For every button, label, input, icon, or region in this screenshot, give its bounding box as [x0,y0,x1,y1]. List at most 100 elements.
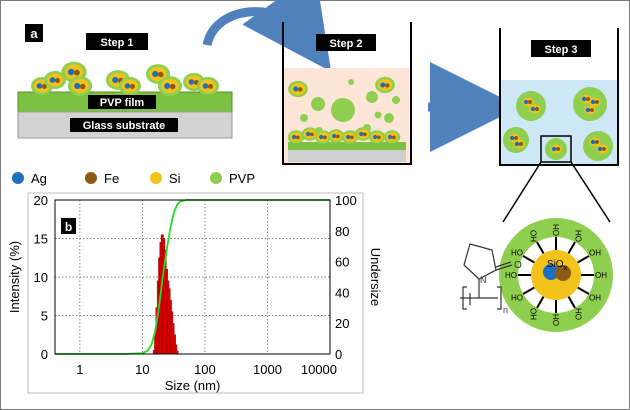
hydroxyl-label: HO [530,230,539,242]
x-tick-label: 1 [76,362,83,377]
spoke [577,255,590,264]
fe-core [377,135,381,140]
step2-label: Step 2 [329,38,362,50]
ag-core [164,82,171,90]
zoom-core-label: SiOx [547,259,568,272]
fe-core [336,134,340,139]
ag-core [585,107,591,113]
fe-core [74,69,80,76]
x-axis-title: Size (nm) [165,378,221,393]
y-tick-label: 5 [41,309,48,324]
pvp-nitrogen: N [480,275,487,285]
legend-swatch-si [150,172,162,184]
y-tick-label: 10 [34,270,48,285]
ag-core [590,139,596,145]
fe-core [323,135,327,140]
hydroxyl-label: HO [530,308,539,320]
glass-substrate-label: Glass substrate [83,120,166,132]
ag-core [188,79,195,85]
hydroxyl-label: HO [511,249,523,258]
pyrrolidone-ring [463,243,497,280]
step2-glass [288,150,406,162]
y2-tick-label: 20 [335,316,349,331]
fe-core [514,136,518,140]
spoke [577,286,590,295]
ag-core [306,131,311,137]
ag-core [152,70,159,78]
ag-core [581,96,587,102]
fe-core [556,147,560,151]
y2-tick-label: 60 [335,255,349,270]
plot-area [54,199,331,355]
ag-core [49,77,56,83]
step2-particle [383,130,401,144]
pvp-oxygen: O [514,260,522,271]
legend-swatch-pvp [210,172,222,184]
ag-core [530,106,536,112]
step1-particle [197,77,219,95]
step2-particle [287,130,305,144]
fe-core [519,142,523,146]
ag-core [202,83,209,89]
ag-core [523,99,529,105]
ag-core [124,83,131,89]
fe-core [55,78,60,83]
y-tick-label: 15 [34,232,48,247]
step1-particle [157,76,183,96]
ag-core [509,135,515,141]
ag-core [319,134,324,140]
step2-particles [287,76,401,144]
pvp-droplet [300,114,308,122]
ag-core [36,83,43,89]
step1-particle [145,64,171,84]
step1-particles [31,61,219,96]
x-tick-label: 100 [194,362,216,377]
x-tick-label: 1000 [253,362,282,377]
y-tick-label: 20 [34,193,48,208]
step1-particle [44,71,66,89]
hydroxyl-label: OH [575,308,584,320]
pvp-droplet [366,91,378,103]
legend-label-si: Si [169,171,181,186]
y2-tick-label: 100 [335,193,357,208]
step3-particle [516,91,546,121]
ag-core [373,134,378,140]
step2-particle [327,129,345,143]
spoke [536,241,545,254]
zoom-fe-core [555,265,571,281]
fe-core [130,84,135,89]
ag-core [293,86,299,92]
y-axis-title: Intensity (%) [7,241,22,313]
spoke [522,286,535,295]
ag-core [292,134,297,140]
ag-core [388,134,393,140]
legend-label-pvp: PVP [229,171,255,186]
curved-arrow [202,0,332,72]
y2-tick-label: 40 [335,285,349,300]
ag-core [346,134,351,140]
spoke [567,296,576,309]
fe-core [602,147,606,151]
fe-core [208,84,213,89]
step3-particles [503,87,613,161]
step2-pvp-film [288,142,406,150]
hydroxyl-label: OH [595,271,607,280]
step2-particle [375,76,395,94]
step3-beaker: Step 3 [499,28,619,166]
pvp-droplet [311,97,325,111]
pvp-molecule [460,243,513,310]
hydroxyl-label: HO [511,294,523,303]
step3-particle [545,138,567,160]
step3-particle [503,127,529,153]
step2-particle [368,130,386,144]
ag-core [112,76,119,84]
ag-core [514,141,520,147]
y2-axis-title: Undersize [368,248,383,307]
zoom-ag-core [543,264,559,280]
undersize-curve [55,199,330,355]
legend-label-fe: Fe [104,171,119,186]
ag-core [590,99,596,105]
step2-particle [301,127,319,141]
